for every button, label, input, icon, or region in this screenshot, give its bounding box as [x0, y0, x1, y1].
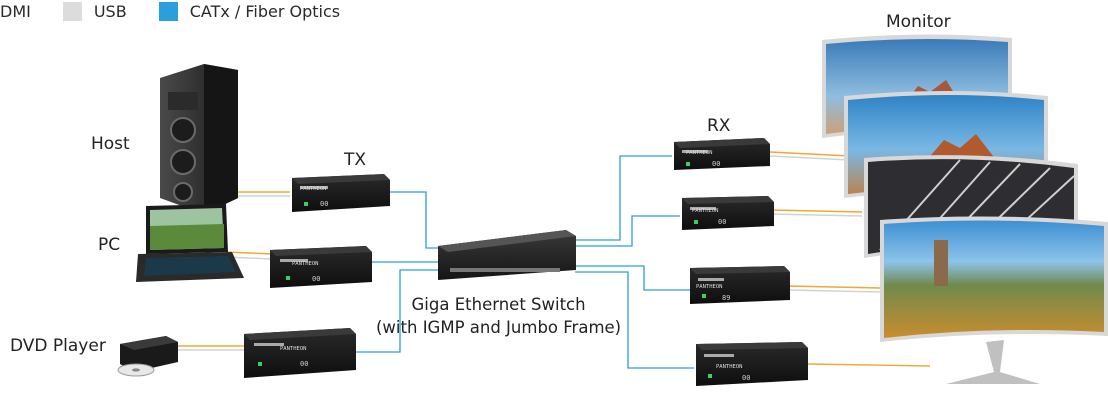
host-label: Host — [91, 134, 130, 154]
tx-brand-1: PANTHEON — [300, 186, 327, 192]
switch-caption: Giga Ethernet Switch (with IGMP and Jumb… — [376, 293, 621, 339]
rx-brand-3: PANTHEON — [696, 284, 723, 290]
tx-display-3: 00 — [300, 360, 308, 368]
legend-usb-swatch — [62, 1, 82, 21]
monitor-label: Monitor — [886, 12, 951, 32]
legend-hdmi-label: DMI — [0, 1, 31, 21]
ethernet-switch — [438, 230, 576, 280]
legend-cat-swatch — [158, 1, 178, 21]
switch-caption-line1: Giga Ethernet Switch — [411, 295, 586, 314]
tx-brand-3: PANTHEON — [280, 346, 307, 352]
rx-display-1: 00 — [712, 160, 720, 168]
rx-brand-2: PANTHEON — [692, 208, 719, 214]
dvd-player-label: DVD Player — [10, 336, 106, 356]
rx-display-3: 89 — [722, 294, 730, 302]
rx-brand-4: PANTHEON — [716, 364, 743, 370]
tx-unit-2 — [270, 246, 372, 288]
tx-unit-3 — [244, 328, 356, 378]
dvd-player — [117, 336, 178, 377]
cat-cables — [356, 155, 694, 369]
tx-unit-1 — [292, 174, 390, 212]
legend-usb: USB — [62, 1, 127, 21]
legend-cat-label: CATx / Fiber Optics — [189, 1, 341, 21]
tx-label: TX — [344, 150, 367, 170]
pc-label: PC — [98, 235, 121, 255]
rx-brand-1: PANTHEON — [686, 150, 713, 156]
rx-label: RX — [707, 116, 731, 136]
monitor-4 — [880, 216, 1108, 384]
switch-caption-line2: (with IGMP and Jumbo Frame) — [376, 318, 622, 337]
tx-display-1: 00 — [320, 200, 328, 208]
rx-display-2: 00 — [718, 218, 726, 226]
pc-laptop — [136, 204, 244, 282]
legend-usb-label: USB — [93, 1, 127, 21]
rx-unit-2 — [682, 196, 774, 230]
rx-display-4: 00 — [742, 374, 750, 382]
rx-unit-4 — [696, 342, 808, 386]
legend: DMI USB CATx / Fiber Optics — [0, 0, 372, 22]
tx-brand-2: PANTHEON — [292, 261, 319, 267]
rx-unit-1 — [674, 138, 770, 170]
host-computer — [160, 64, 238, 214]
legend-hdmi: DMI — [0, 2, 31, 21]
rx-unit-3 — [690, 266, 790, 304]
legend-cat: CATx / Fiber Optics — [158, 1, 341, 21]
tx-display-2: 00 — [312, 275, 320, 283]
